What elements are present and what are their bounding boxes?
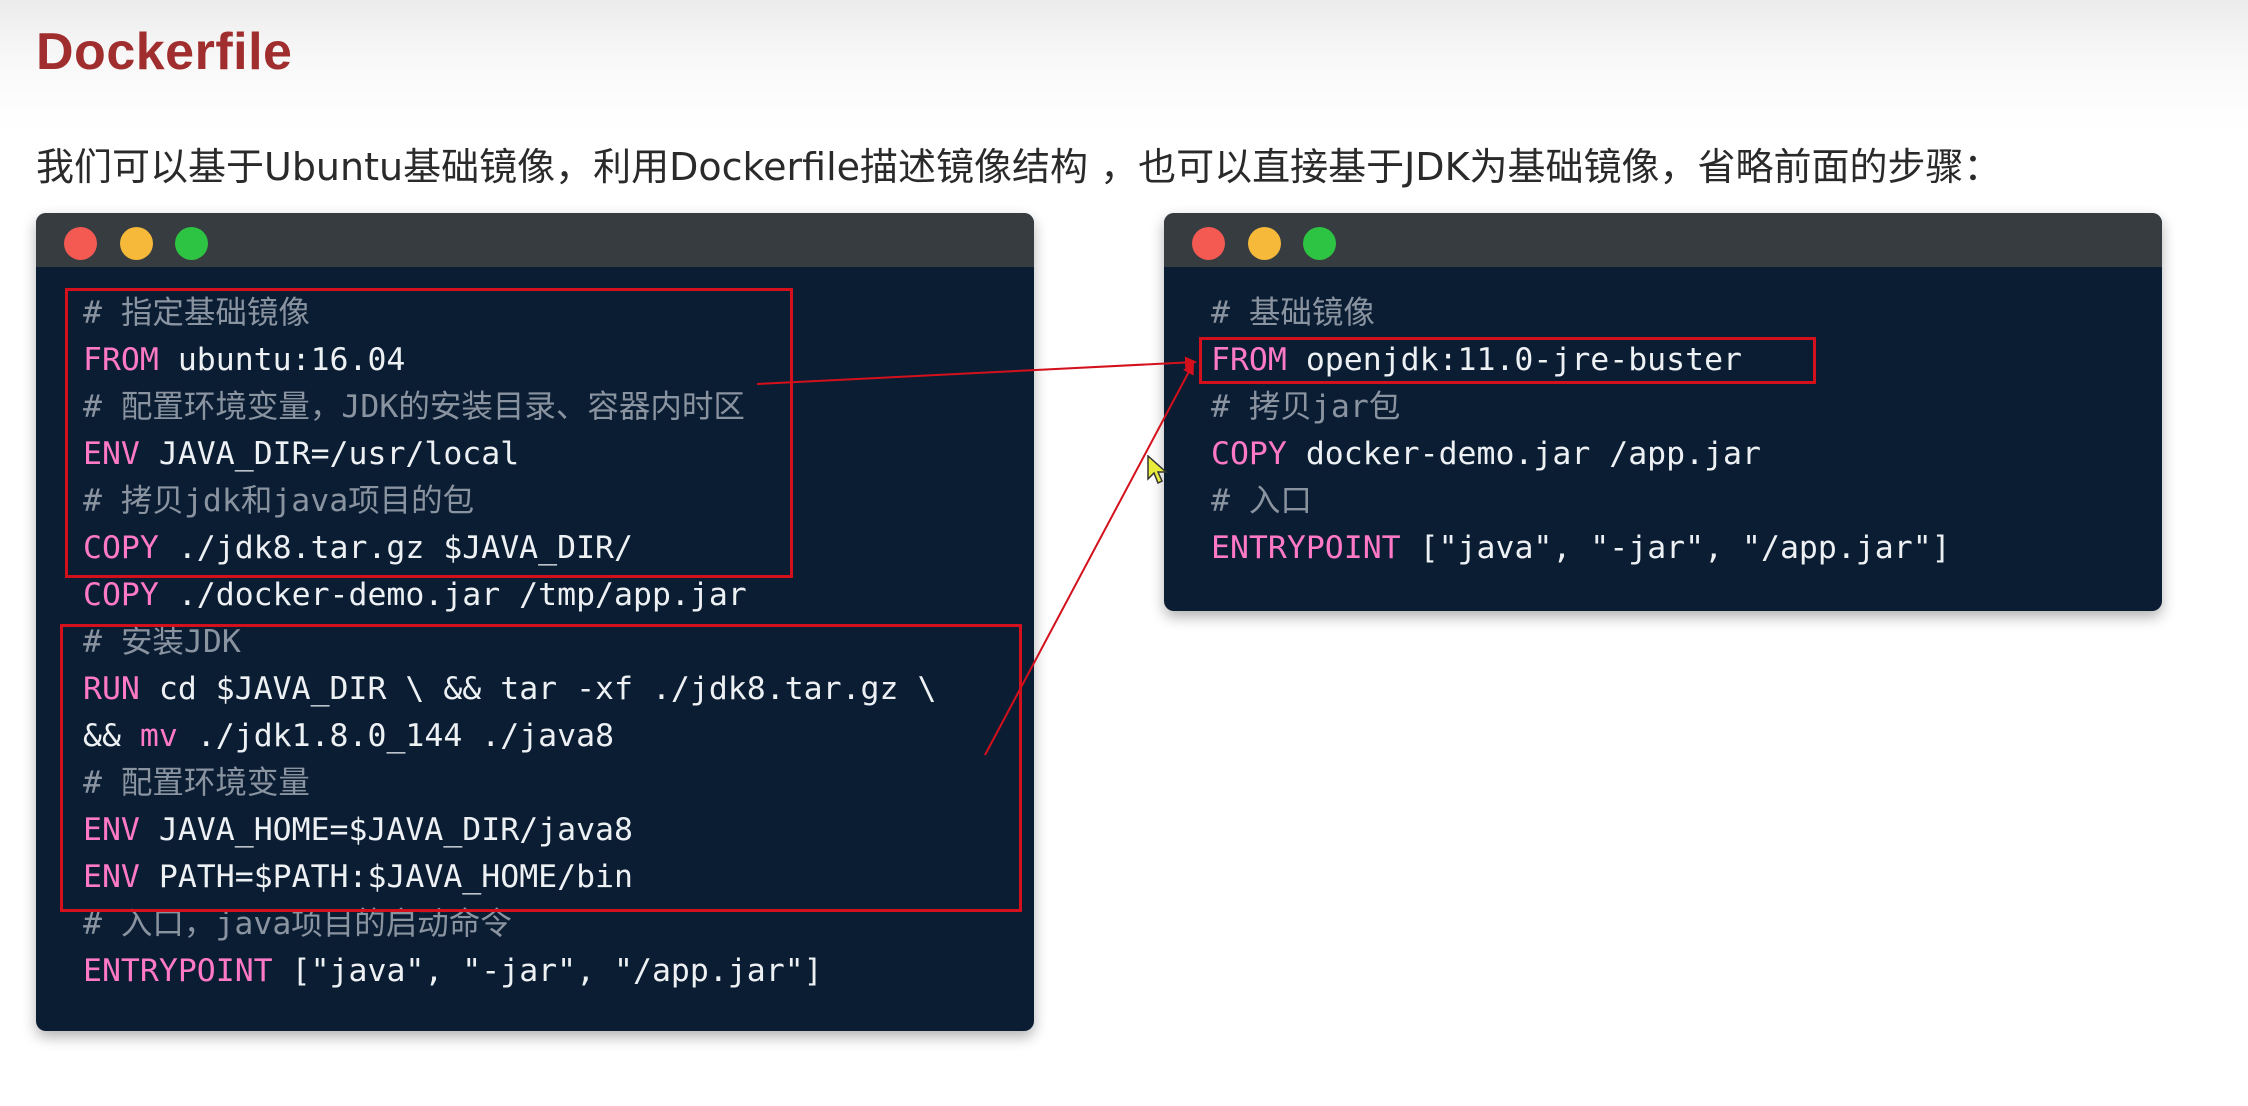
code-line: && mv ./jdk1.8.0_144 ./java8 <box>83 718 615 754</box>
code-line: ENV JAVA_HOME=$JAVA_DIR/java8 <box>83 812 633 848</box>
code-line: ENTRYPOINT ["java", "-jar", "/app.jar"] <box>1211 530 1951 566</box>
maximize-window-dot-icon[interactable] <box>1303 227 1336 260</box>
code-line: # 基础镜像 <box>1211 295 1375 331</box>
code-line: # 配置环境变量，JDK的安装目录、容器内时区 <box>83 389 745 425</box>
code-line: RUN cd $JAVA_DIR \ && tar -xf ./jdk8.tar… <box>83 671 937 707</box>
highlight-box-base-image <box>1199 337 1816 384</box>
code-line: COPY ./docker-demo.jar /tmp/app.jar <box>83 577 747 613</box>
arrow-line-bottom <box>984 362 1194 756</box>
code-block: # 指定基础镜像 FROM ubuntu:16.04 # 配置环境变量，JDK的… <box>83 290 936 995</box>
code-line: ENV PATH=$PATH:$JAVA_HOME/bin <box>83 859 633 895</box>
arrow-line-top <box>756 356 1197 385</box>
maximize-window-dot-icon[interactable] <box>175 227 208 260</box>
close-window-dot-icon[interactable] <box>1192 227 1225 260</box>
minimize-window-dot-icon[interactable] <box>1248 227 1281 260</box>
close-window-dot-icon[interactable] <box>64 227 97 260</box>
code-line: FROM openjdk:11.0-jre-buster <box>1211 342 1743 378</box>
highlight-box-base-setup <box>65 288 793 578</box>
code-line: # 入口 <box>1211 483 1312 519</box>
page-title: Dockerfile <box>36 23 293 81</box>
code-line: # 拷贝jdk和java项目的包 <box>83 483 475 519</box>
code-line: # 指定基础镜像 <box>83 295 310 331</box>
page-description: 我们可以基于Ubuntu基础镜像，利用Dockerfile描述镜像结构 ，也可以… <box>36 145 2002 189</box>
mouse-cursor-icon <box>1147 455 1168 485</box>
code-line: FROM ubuntu:16.04 <box>83 342 406 378</box>
window-titlebar <box>36 213 1034 267</box>
code-line: # 拷贝jar包 <box>1211 389 1401 425</box>
window-titlebar <box>1164 213 2162 267</box>
code-block: # 基础镜像 FROM openjdk:11.0-jre-buster # 拷贝… <box>1211 290 1951 572</box>
code-line: # 入口，java项目的启动命令 <box>83 906 512 942</box>
code-line: ENV JAVA_DIR=/usr/local <box>83 436 520 472</box>
jdk-dockerfile-window: # 基础镜像 FROM openjdk:11.0-jre-buster # 拷贝… <box>1164 213 2162 611</box>
minimize-window-dot-icon[interactable] <box>120 227 153 260</box>
highlight-box-install-jdk <box>60 624 1022 912</box>
code-line: COPY ./jdk8.tar.gz $JAVA_DIR/ <box>83 530 633 566</box>
code-line: # 配置环境变量 <box>83 765 310 801</box>
ubuntu-dockerfile-window: # 指定基础镜像 FROM ubuntu:16.04 # 配置环境变量，JDK的… <box>36 213 1034 1031</box>
code-line: COPY docker-demo.jar /app.jar <box>1211 436 1761 472</box>
code-line: ENTRYPOINT ["java", "-jar", "/app.jar"] <box>83 953 823 989</box>
code-line: # 安装JDK <box>83 624 241 660</box>
